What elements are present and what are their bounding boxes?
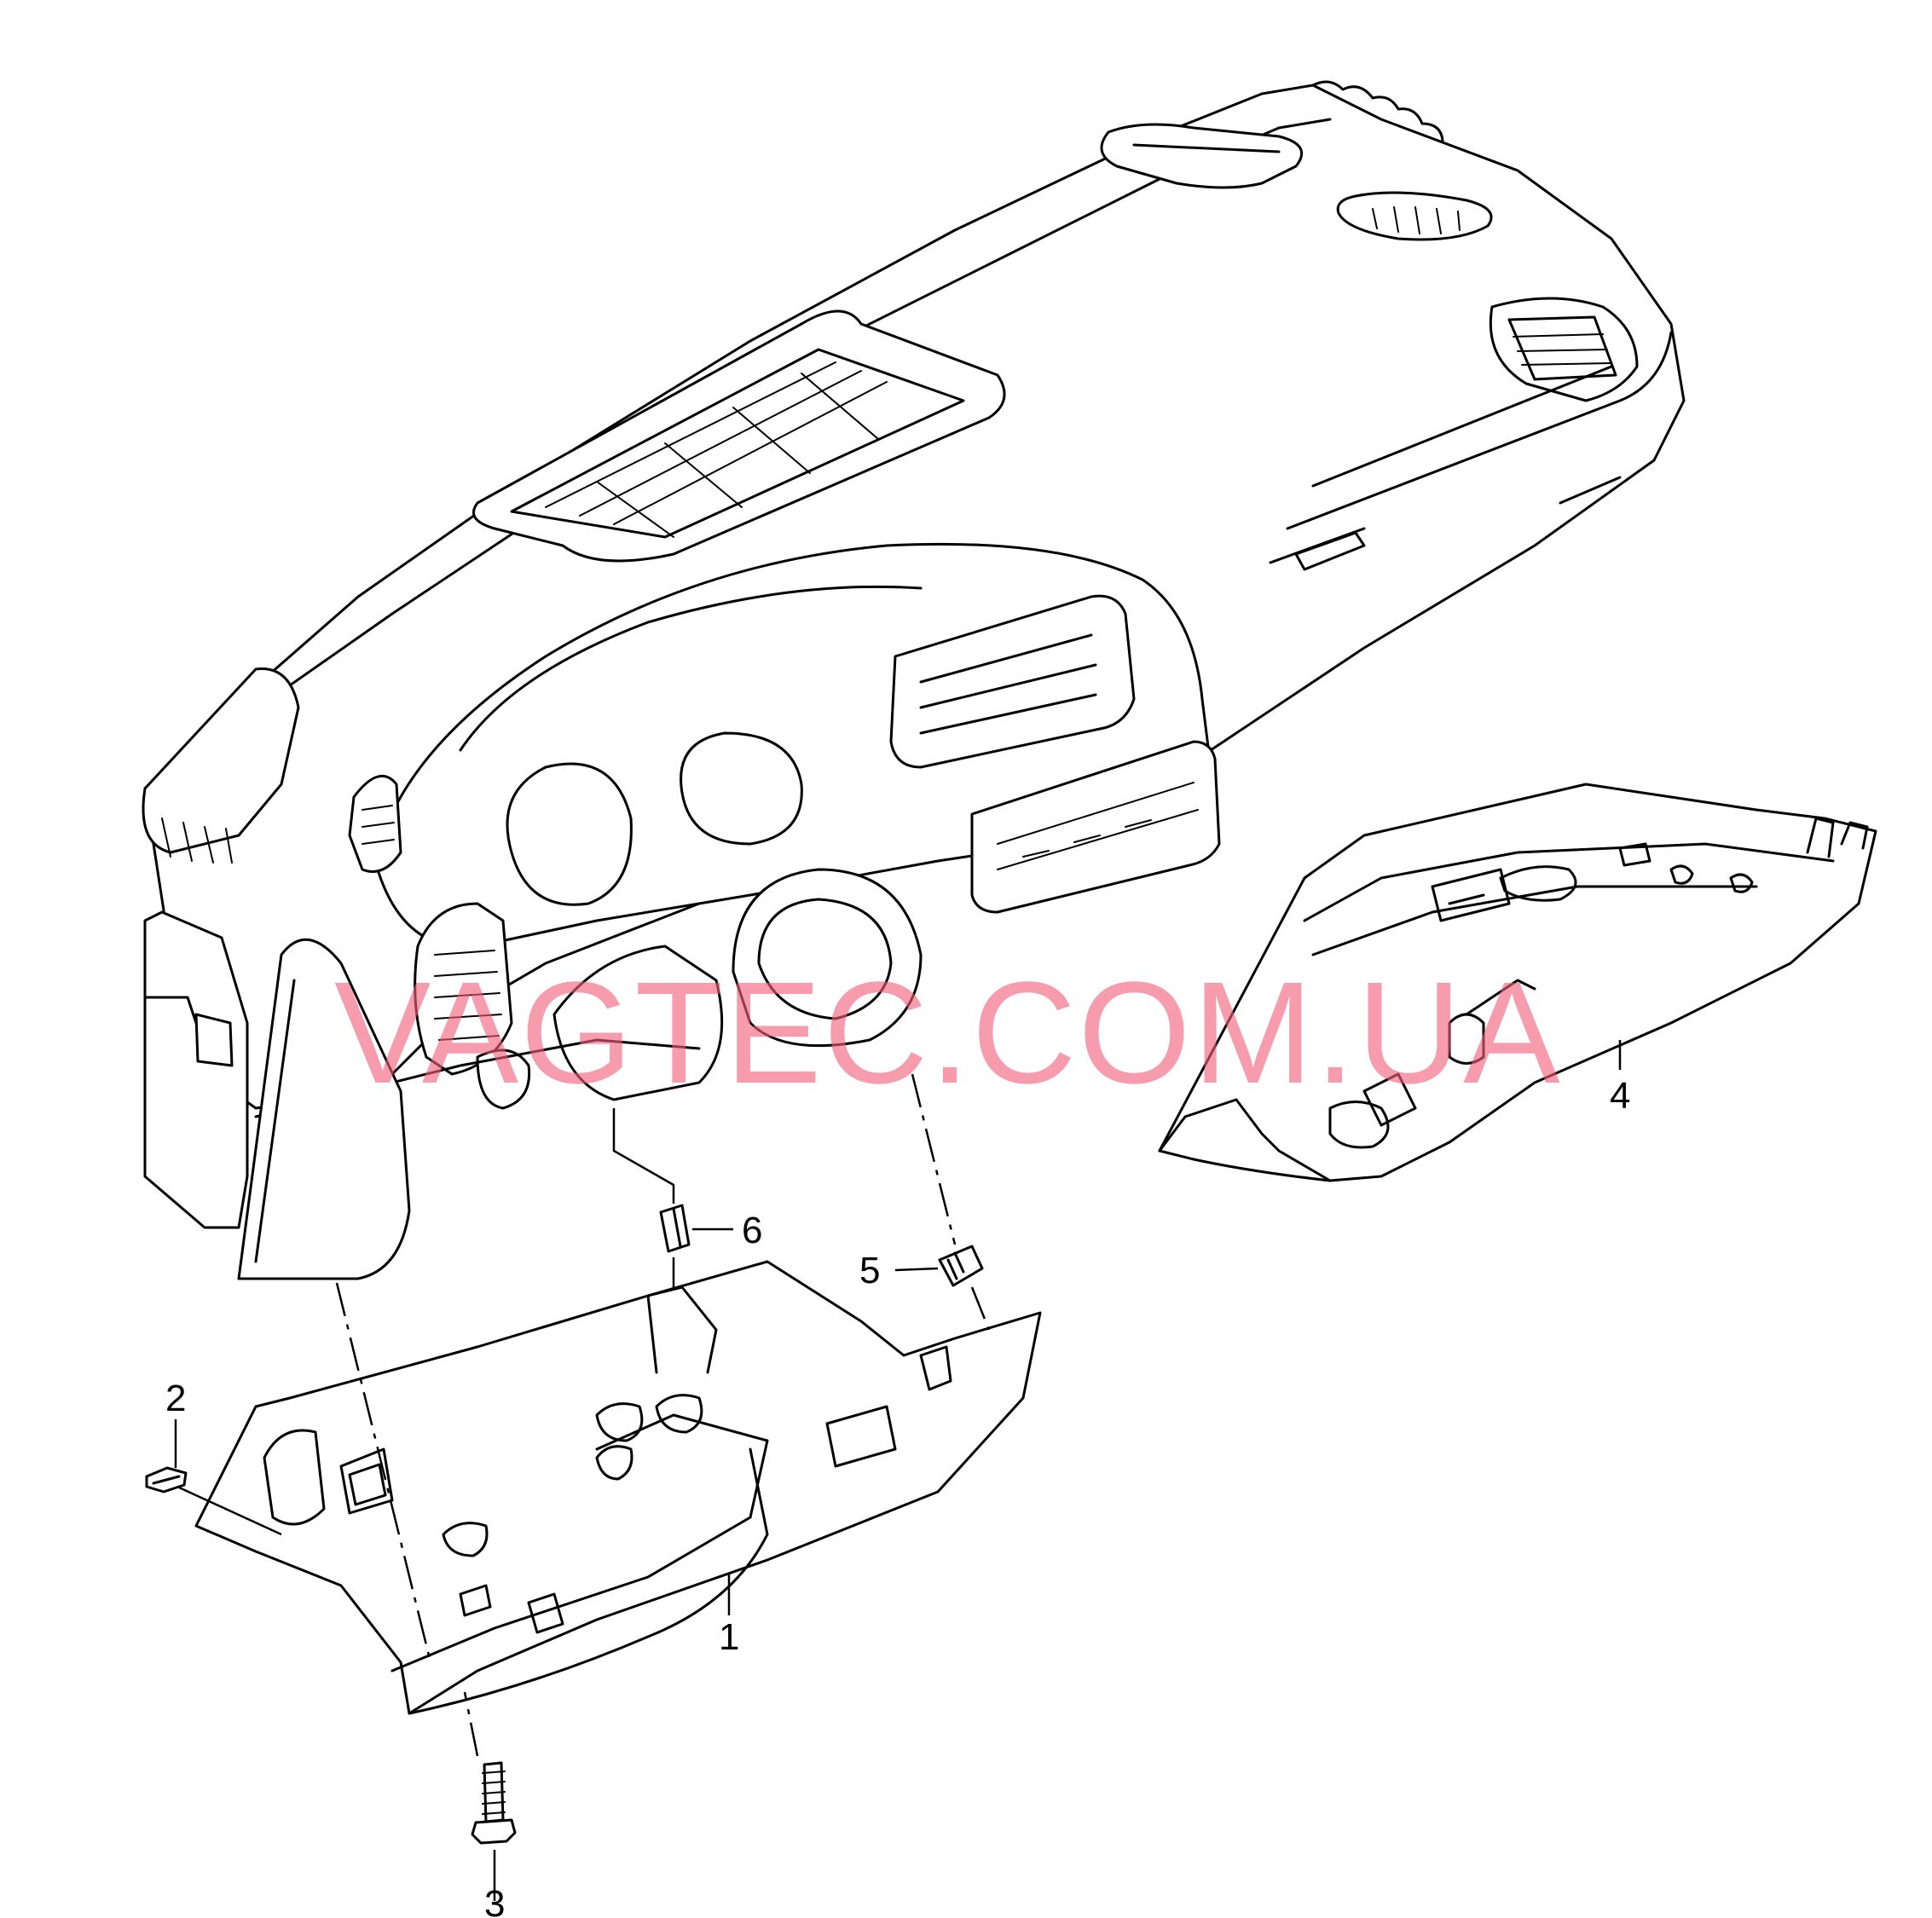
clip-part-2 [145,1466,188,1493]
callout-6[interactable]: 6 [742,1210,762,1251]
callout-labels: 1 2 3 4 5 6 [165,1075,1630,1918]
dashboard-assembly [142,80,1686,1280]
leader-lines [174,1040,1622,1901]
callout-2[interactable]: 2 [165,1378,186,1419]
callout-3[interactable]: 3 [484,1883,505,1918]
watermark-text: VAGTEC.COM.UA [334,952,1562,1114]
callout-5[interactable]: 5 [859,1250,880,1291]
glovebox-part-4 [1158,783,1877,1182]
clip-part-5 [938,1245,984,1287]
callout-1[interactable]: 1 [719,1616,739,1658]
callout-4[interactable]: 4 [1610,1075,1630,1117]
screw-part-3 [471,1761,517,1845]
lower-trim-part-1 [194,1260,1042,1715]
clip-part-6 [659,1204,691,1253]
